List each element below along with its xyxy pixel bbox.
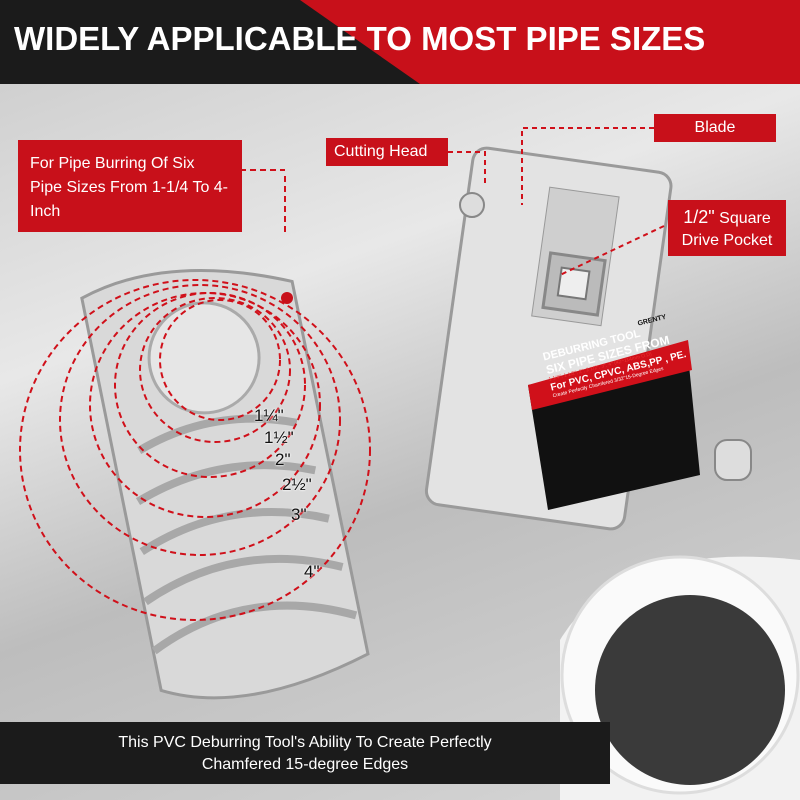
bottom-line2: Chamfered 15-degree Edges	[201, 756, 409, 773]
banner-title: WIDELY APPLICABLE TO MOST PIPE SIZES	[14, 20, 786, 58]
callout-drive-pocket: 1/2" Square Drive Pocket	[668, 200, 786, 256]
size-label: 1¼"	[254, 406, 284, 425]
callout-blade: Blade	[654, 114, 776, 142]
drive-square: Square	[719, 210, 771, 227]
size-label: 1½"	[264, 428, 294, 447]
bottom-line1: This PVC Deburring Tool's Ability To Cre…	[118, 734, 492, 751]
drive-pocket: Drive Pocket	[681, 232, 773, 249]
size-label: 4"	[304, 562, 320, 581]
bottom-banner: This PVC Deburring Tool's Ability To Cre…	[0, 722, 610, 784]
size-label: 2½"	[282, 475, 312, 494]
top-banner: WIDELY APPLICABLE TO MOST PIPE SIZES	[0, 0, 800, 84]
callout-dot	[281, 292, 293, 304]
callout-cutting-head: Cutting Head	[326, 138, 448, 166]
banner-title-white: WIDELY APPLICABLE	[14, 20, 358, 57]
size-rings	[19, 169, 371, 621]
drive-fraction: 1/2"	[683, 207, 715, 227]
size-label: 2"	[275, 450, 291, 469]
pvc-pipe	[560, 555, 800, 800]
callout-pipe-burring: For Pipe Burring Of Six Pipe Sizes From …	[18, 140, 242, 232]
size-label: 3"	[291, 505, 307, 524]
left-deburring-tool	[80, 268, 370, 700]
banner-title-red: TO MOST PIPE SIZES	[357, 20, 706, 57]
